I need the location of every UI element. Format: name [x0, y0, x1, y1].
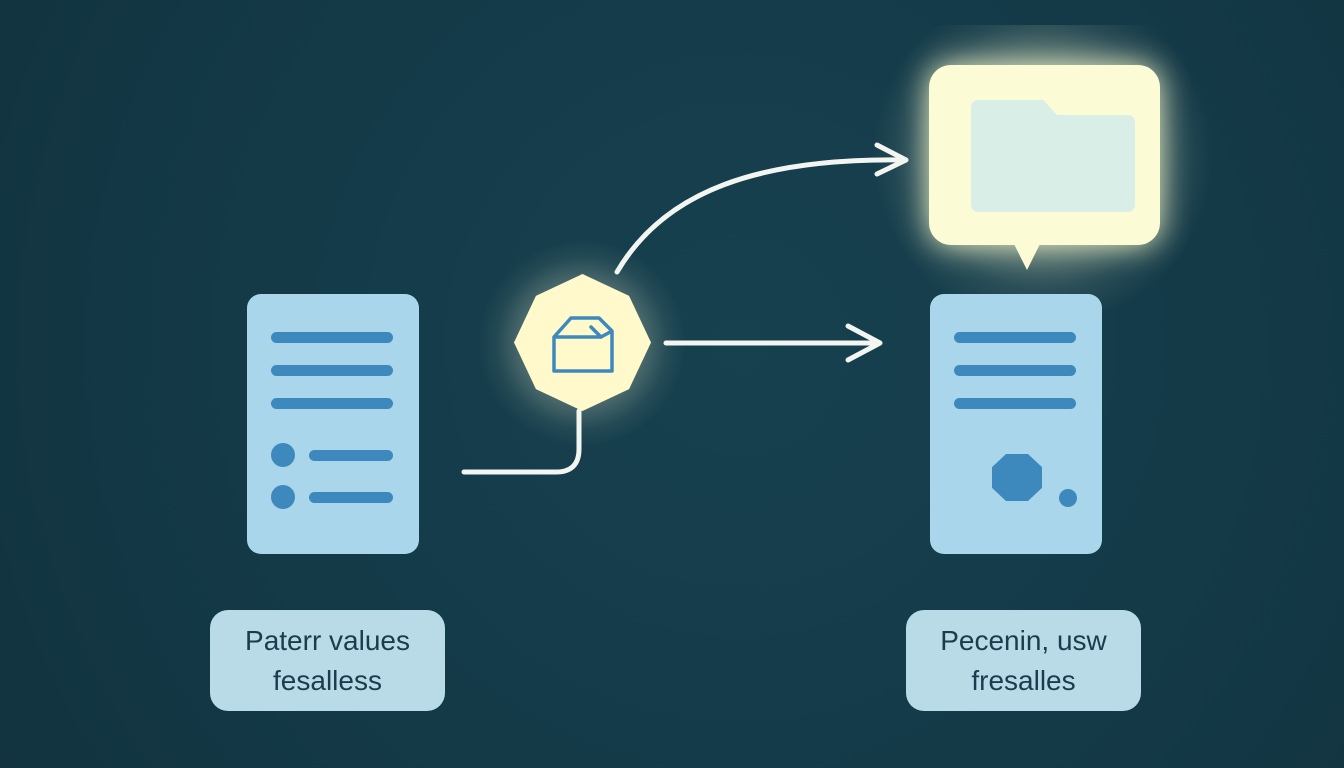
destination-label-line-1: Pecenin, usw	[940, 624, 1107, 656]
source-label-line-1: Paterr values	[245, 624, 410, 656]
destination-document-card	[930, 294, 1102, 554]
destination-text-line	[954, 398, 1076, 409]
octagon-marker-icon	[992, 454, 1042, 501]
source-bullet-line	[309, 450, 393, 461]
folder-icon	[971, 100, 1135, 212]
direct-flow-arrowhead	[845, 323, 883, 363]
source-label: Paterr values fesalless	[210, 610, 445, 711]
source-document-card	[247, 294, 419, 554]
small-status-dot-icon	[1059, 489, 1077, 507]
processing-hub	[514, 274, 651, 411]
curved-flow-arrow-line	[614, 157, 907, 275]
destination-label: Pecenin, usw fresalles	[906, 610, 1141, 711]
source-bullet-dot	[271, 443, 295, 467]
destination-text-line	[954, 332, 1076, 343]
source-text-line	[271, 398, 393, 409]
source-text-line	[271, 332, 393, 343]
source-text-line	[271, 365, 393, 376]
source-bullet-dot	[271, 485, 295, 509]
source-bullet-line	[309, 492, 393, 503]
destination-text-line	[954, 365, 1076, 376]
destination-label-line-2: fresalles	[971, 664, 1076, 696]
open-box-icon	[552, 316, 614, 373]
source-label-line-2: fesalless	[273, 664, 382, 696]
